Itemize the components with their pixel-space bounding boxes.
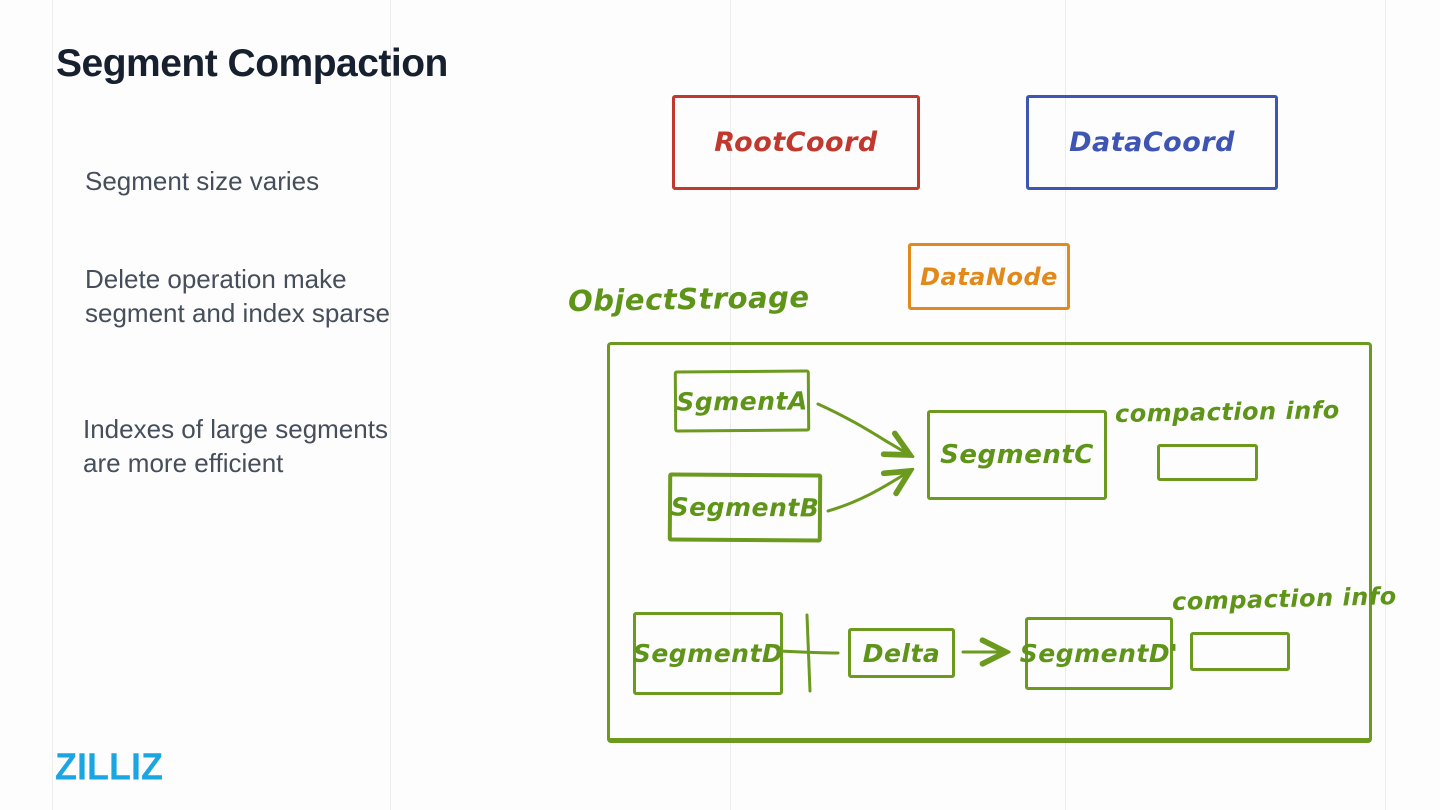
segment-d-prime-label: SegmentD' xyxy=(1019,639,1179,668)
bullet-index-efficiency: Indexes of large segments are more effic… xyxy=(83,414,388,478)
datacoord-label: DataCoord xyxy=(1069,127,1235,158)
object-storage-container-box xyxy=(607,342,1372,743)
datanode-label: DataNode xyxy=(920,262,1058,291)
segment-b-box: SegmentB xyxy=(667,472,823,543)
layout-guide xyxy=(730,0,731,810)
datacoord-box: DataCoord xyxy=(1026,95,1278,190)
datanode-box: DataNode xyxy=(908,243,1070,310)
compaction-info-label-bottom: compaction info xyxy=(1171,582,1398,616)
layout-guide xyxy=(1065,0,1066,810)
segment-d-prime-box: SegmentD' xyxy=(1020,617,1178,690)
zilliz-logo: ZILLIZ xyxy=(55,744,163,789)
bullet-segment-size: Segment size varies xyxy=(85,166,320,196)
segment-d-label: SegmentD xyxy=(632,639,784,668)
layout-guide xyxy=(52,0,53,810)
compaction-info-box-bottom xyxy=(1190,632,1290,671)
segment-b-label: SegmentB xyxy=(670,492,820,523)
segment-a-label: SgmentA xyxy=(676,386,808,416)
compaction-info-box-top xyxy=(1157,444,1258,481)
layout-guide xyxy=(1385,0,1386,810)
compaction-info-label-top: compaction info xyxy=(1114,396,1340,428)
segment-c-label: SegmentC xyxy=(940,440,1094,470)
layout-guide xyxy=(390,0,391,810)
bullet-delete-operation: Delete operation make segment and index … xyxy=(85,264,390,328)
rootcoord-label: RootCoord xyxy=(714,127,878,158)
delta-box: Delta xyxy=(848,628,955,678)
rootcoord-box: RootCoord xyxy=(672,95,920,190)
page-title: Segment Compaction xyxy=(56,42,448,85)
delta-label: Delta xyxy=(862,638,941,668)
segment-a-box: SgmentA xyxy=(673,369,811,433)
segment-d-box: SegmentD xyxy=(633,612,783,695)
object-storage-label: ObjectStroage xyxy=(567,279,810,319)
segment-c-box: SegmentC xyxy=(927,410,1107,500)
